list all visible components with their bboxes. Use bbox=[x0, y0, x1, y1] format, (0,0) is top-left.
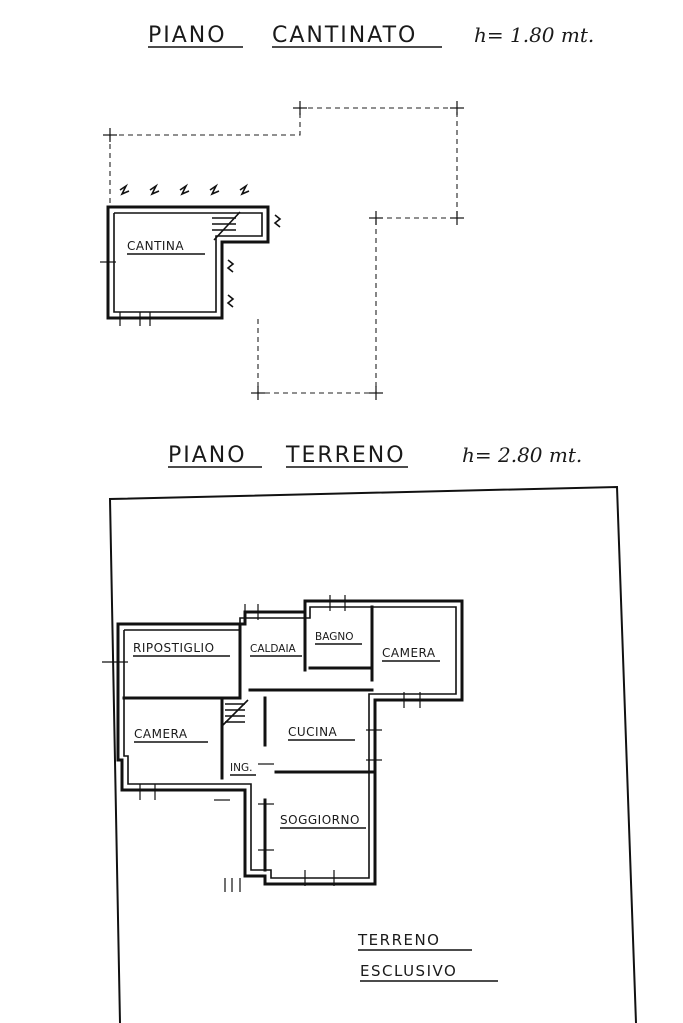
basement-title-right: CANTINATO bbox=[272, 23, 417, 48]
basement-height: h= 1.80 mt. bbox=[474, 23, 594, 47]
terrain-label-line1: TERRENO bbox=[357, 931, 441, 949]
basement-plan: CANTINA bbox=[100, 101, 464, 400]
room-label-camera-right: CAMERA bbox=[382, 646, 436, 660]
room-label-cantina: CANTINA bbox=[127, 239, 184, 253]
ground-height: h= 2.80 mt. bbox=[462, 443, 582, 467]
ground-title: PIANO TERRENO h= 2.80 mt. bbox=[168, 443, 582, 468]
ground-title-right: TERRENO bbox=[285, 443, 406, 468]
terrain-label-line2: ESCLUSIVO bbox=[360, 962, 457, 980]
room-label-cucina: CUCINA bbox=[288, 725, 338, 739]
room-label-ripostiglio: RIPOSTIGLIO bbox=[133, 641, 215, 655]
ground-plan: RIPOSTIGLIO CALDAIA BAGNO CAMERA CAMERA … bbox=[102, 485, 637, 1023]
ground-title-left: PIANO bbox=[168, 443, 247, 468]
room-label-caldaia: CALDAIA bbox=[250, 643, 297, 655]
room-label-bagno: BAGNO bbox=[315, 631, 353, 643]
room-label-camera-left: CAMERA bbox=[134, 727, 188, 741]
basement-title-left: PIANO bbox=[148, 23, 227, 48]
room-label-soggiorno: SOGGIORNO bbox=[280, 813, 360, 827]
basement-title: PIANO CANTINATO h= 1.80 mt. bbox=[148, 23, 594, 48]
room-label-ingresso: ING. bbox=[230, 762, 252, 774]
